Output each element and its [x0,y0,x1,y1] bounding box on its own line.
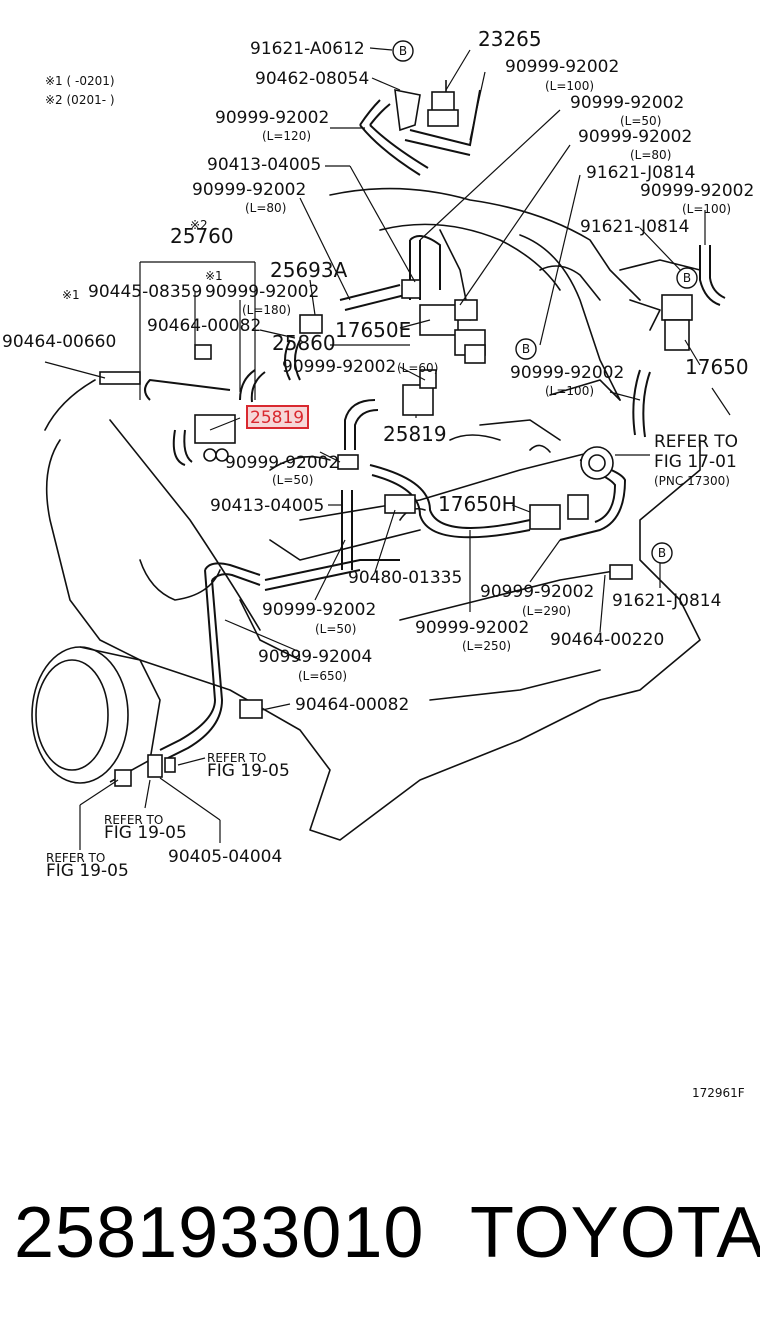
label-90999-92002-a: 90999-92002 [505,57,619,77]
label-90999-92002-j: 90999-92002 [225,453,339,473]
label-90462-08054: 90462-08054 [255,69,369,89]
note-1: ※1 ( -0201) [45,74,115,88]
label-90413-04005-a: 90413-04005 [207,155,321,175]
hoses [144,89,726,759]
label-23265: 23265 [478,27,542,51]
label-90999-92002-l: 90999-92002 [262,600,376,620]
length-100-a: (L=100) [545,79,594,93]
callout-b-1: B [399,44,407,58]
mark-1-a: ※1 [205,269,223,283]
label-90464-00220: 90464-00220 [550,630,664,650]
refer-to-d: REFER TO [46,851,105,865]
label-90480-01335: 90480-01335 [348,568,462,588]
label-17650: 17650 [685,355,749,379]
label-91621-a0612: 91621-A0612 [250,39,365,59]
length-50-b: (L=50) [272,473,313,487]
length-50-c: (L=50) [315,622,356,636]
fig-17-01: FIG 17-01 [654,452,737,472]
leader-lines [44,47,731,850]
length-100-c: (L=100) [545,384,594,398]
length-650: (L=650) [298,669,347,683]
length-250: (L=250) [462,639,511,653]
mark-1-b: ※1 [62,288,80,302]
label-25760: 25760 [170,224,234,248]
pnc-17300: (PNC 17300) [654,474,730,488]
label-17650e: 17650E [335,318,411,342]
label-91621-j0814-b: 91621-J0814 [580,217,689,237]
length-180: (L=180) [242,303,291,317]
note-2: ※2 (0201- ) [45,93,115,107]
callout-letters: B B B B [399,44,691,560]
label-90445-08359: 90445-08359 [88,282,202,302]
fig-19-05-a: FIG 19-05 [207,761,290,781]
fig-19-05-c: FIG 19-05 [46,861,129,881]
highlight-box [246,405,309,429]
label-90999-92002-b: 90999-92002 [215,108,329,128]
label-90464-00660: 90464-00660 [2,332,116,352]
label-90405-04004: 90405-04004 [168,847,282,867]
refer-to-a: REFER TO [654,432,738,452]
label-90999-92004: 90999-92004 [258,647,372,667]
length-50-a: (L=50) [620,114,661,128]
refer-to-c: REFER TO [104,813,163,827]
label-90464-00082-a: 90464-00082 [147,316,261,336]
label-25819-highlighted[interactable]: 25819 [250,408,304,428]
callout-b-2: B [683,271,691,285]
label-90999-92002-g: 90999-92002 [205,282,319,302]
label-90999-92002-h: 90999-92002 [282,357,396,377]
label-90999-92002-m: 90999-92002 [415,618,529,638]
label-90999-92002-k: 90999-92002 [480,582,594,602]
label-90999-92002-i: 90999-92002 [510,363,624,383]
length-80-b: (L=80) [630,148,671,162]
callout-b-4: B [658,546,666,560]
label-91621-j0814-c: 91621-J0814 [612,591,721,611]
label-91621-j0814-a: 91621-J0814 [586,163,695,183]
pulley [31,646,161,784]
length-290: (L=290) [522,604,571,618]
part-labels: 91621-A0612 23265 ※1 ( -0201) ※2 (0201- … [2,27,754,1100]
part-number: 2581933010 [14,1193,425,1273]
refer-to-b: REFER TO [207,751,266,765]
label-25819: 25819 [383,422,447,446]
label-90999-92002-d: 90999-92002 [192,180,306,200]
brand-name: TOYOTA [470,1193,760,1273]
label-90999-92002-c: 90999-92002 [570,93,684,113]
figure-code: 172961F [692,1086,745,1100]
engine-outline [44,187,701,841]
components [99,80,693,787]
length-80-a: (L=80) [245,201,286,215]
label-25693a: 25693A [270,258,348,282]
label-25860: 25860 [272,331,336,355]
length-100-b: (L=100) [682,202,731,216]
label-90999-92002-f: 90999-92002 [640,181,754,201]
label-17650h: 17650H [438,492,517,516]
mark-2: ※2 [190,218,208,232]
callout-circles [392,40,698,564]
fig-19-05-b: FIG 19-05 [104,823,187,843]
length-120: (L=120) [262,129,311,143]
parts-diagram: B B B B 91621-A0612 23265 ※1 ( -0201) ※2… [2,27,754,1100]
length-60: (L=60) [397,361,438,375]
label-90464-00082-b: 90464-00082 [295,695,409,715]
label-90999-92002-e: 90999-92002 [578,127,692,147]
label-90413-04005-b: 90413-04005 [210,496,324,516]
callout-b-3: B [522,342,530,356]
